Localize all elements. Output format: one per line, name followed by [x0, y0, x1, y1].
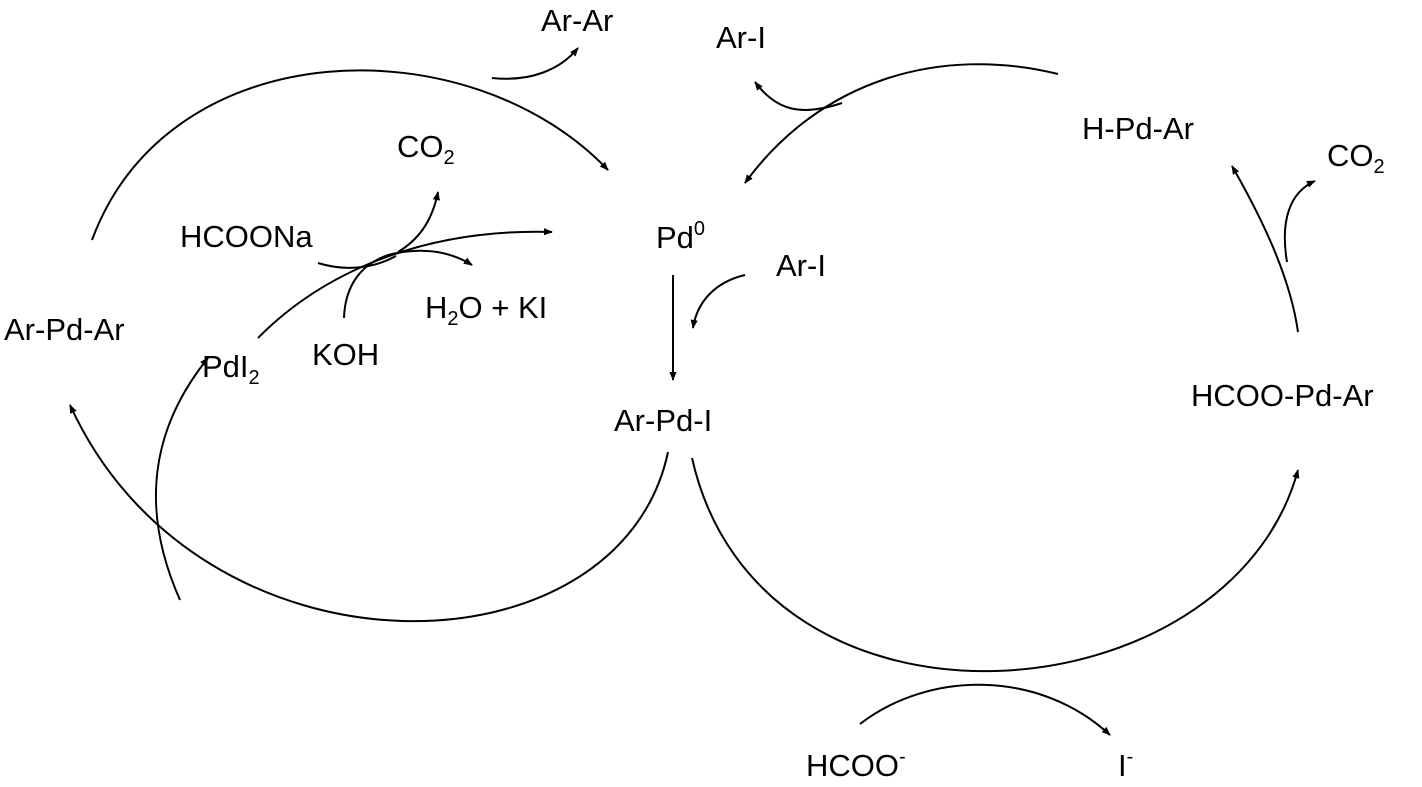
h2o-ki-suffix: O + KI	[458, 290, 548, 325]
koh-text: KOH	[312, 337, 380, 372]
pdi2-subscript: 2	[248, 367, 260, 389]
co2-release-arrow-left	[397, 191, 440, 253]
ari-reactant-text: Ar-I	[776, 248, 826, 283]
hpdar-label: H-Pd-Ar	[1082, 113, 1194, 144]
i-minus-superscript: -	[1126, 746, 1134, 768]
hcoo-minus-label: HCOO-	[806, 747, 906, 783]
ari-product-label: Ar-I	[716, 22, 766, 53]
pd0-text: Pd	[656, 220, 694, 255]
pdi2-text: PdI	[202, 349, 249, 384]
hcoona-input-arrow	[317, 255, 397, 269]
pd0-superscript: 0	[693, 218, 706, 240]
co2-left-label: CO2	[397, 129, 455, 168]
i-minus-text: I	[1118, 748, 1127, 783]
h2o-ki-subscript: 2	[447, 308, 459, 330]
hcoona-text: HCOONa	[180, 219, 313, 254]
pdi2-formation-arrow	[154, 357, 209, 601]
right-cycle-top-arc	[744, 63, 1059, 184]
arpdi-text: Ar-Pd-I	[614, 403, 713, 438]
hcoona-label: HCOONa	[180, 221, 313, 252]
left-cycle-top-arc	[91, 69, 609, 241]
arpdi-label: Ar-Pd-I	[614, 405, 712, 436]
arar-label: Ar-Ar	[541, 5, 613, 36]
co2-right-label: CO2	[1327, 138, 1385, 177]
arar-text: Ar-Ar	[541, 3, 614, 38]
pd0-label: Pd0	[656, 219, 705, 255]
co2-right-subscript: 2	[1373, 156, 1385, 178]
ari-reactant-label: Ar-I	[776, 250, 826, 281]
ar-ar-release-arrow	[491, 47, 579, 80]
hcoo-to-i-exchange-arrow	[859, 683, 1111, 736]
co2-release-arrow-right	[1283, 180, 1316, 263]
koh-label: KOH	[312, 339, 379, 370]
arpdar-text: Ar-Pd-Ar	[4, 312, 125, 347]
hcoo-minus-superscript: -	[899, 746, 906, 768]
left-cycle-bottom-arc	[69, 404, 669, 622]
hcoopdar-label: HCOO-Pd-Ar	[1191, 380, 1374, 411]
ari-addition-arrow	[690, 274, 746, 329]
co2-left-subscript: 2	[443, 147, 455, 169]
hcoopdar-text: HCOO-Pd-Ar	[1191, 378, 1374, 413]
co2-left-text: CO	[397, 129, 444, 164]
koh-input-arrow	[343, 253, 393, 319]
pdi2-label: PdI2	[202, 349, 260, 388]
right-cycle-bottom-arc	[691, 457, 1300, 673]
hcoo-pd-to-h-pd-arrow	[1231, 165, 1299, 333]
ari-release-arrow	[754, 81, 843, 111]
hcoo-minus-text: HCOO	[806, 748, 899, 783]
arpdar-label: Ar-Pd-Ar	[4, 314, 125, 345]
i-minus-label: I-	[1118, 747, 1133, 783]
h2o-ki-label: H2O + KI	[425, 290, 548, 329]
co2-right-text: CO	[1327, 138, 1374, 173]
h2o-ki-release-arrow	[391, 249, 473, 266]
hpdar-text: H-Pd-Ar	[1082, 111, 1194, 146]
h2o-ki-prefix: H	[425, 290, 448, 325]
ari-product-text: Ar-I	[716, 20, 766, 55]
